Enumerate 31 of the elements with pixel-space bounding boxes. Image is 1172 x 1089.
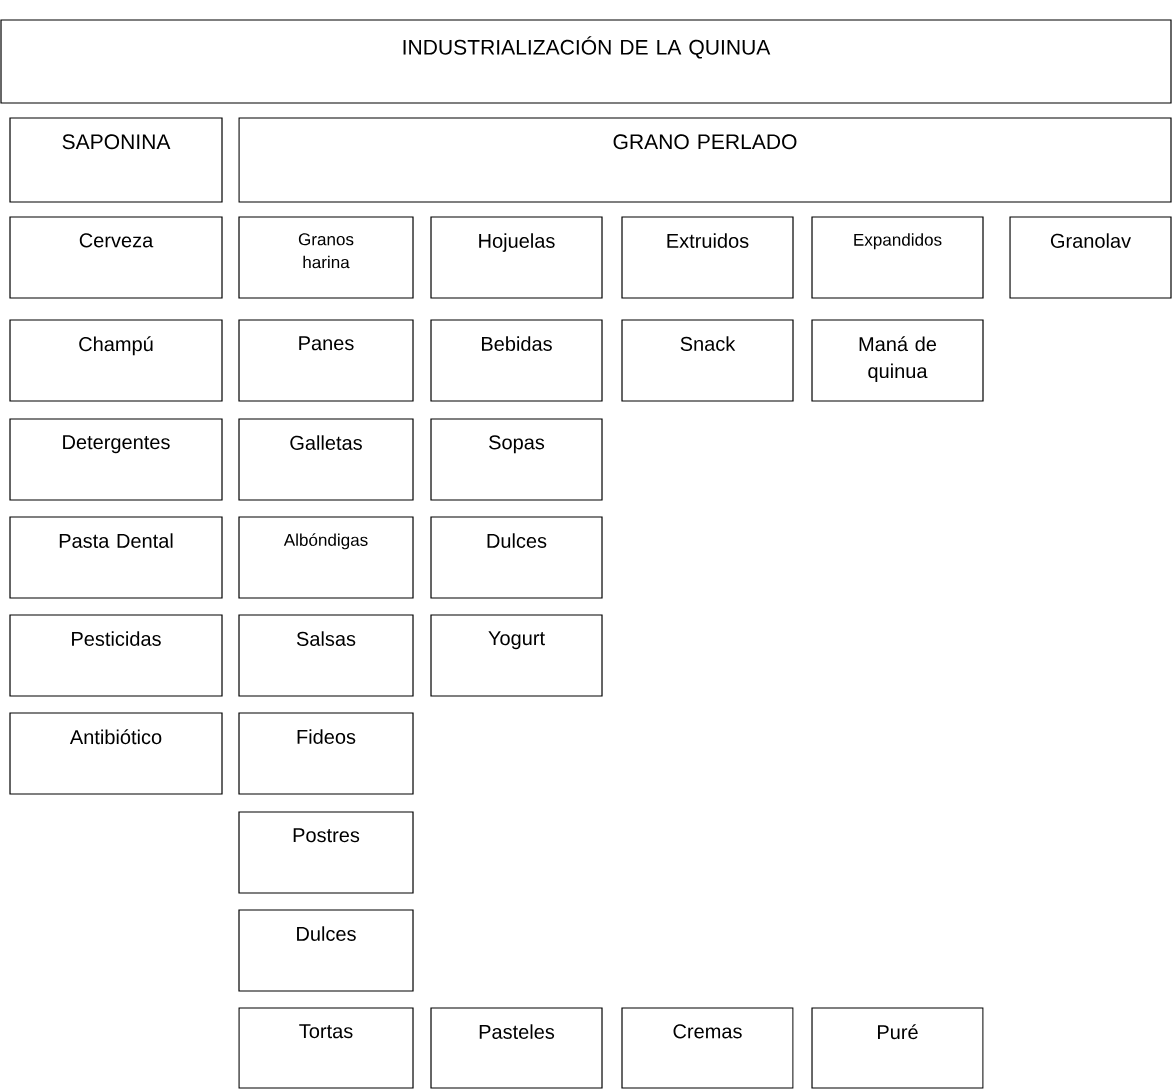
product-box: Pasta Dental bbox=[9, 516, 223, 599]
product-box: Yogurt bbox=[430, 614, 603, 697]
product-box: Postres bbox=[238, 811, 414, 894]
product-box: Tortas bbox=[238, 1007, 414, 1089]
category-box: SAPONINA bbox=[9, 117, 223, 203]
product-box: Fideos bbox=[238, 712, 414, 795]
product-box: Expandidos bbox=[811, 216, 984, 299]
product-box: Granolav bbox=[1009, 216, 1172, 299]
product-box: Puré bbox=[811, 1007, 984, 1089]
product-box: Detergentes bbox=[9, 418, 223, 501]
product-box: Bebidas bbox=[430, 319, 603, 402]
product-box: Pesticidas bbox=[9, 614, 223, 697]
product-box: Champú bbox=[9, 319, 223, 402]
product-box: Galletas bbox=[238, 418, 414, 501]
title-box: INDUSTRIALIZACIÓN DE LA QUINUA bbox=[0, 19, 1172, 104]
product-box: Snack bbox=[621, 319, 794, 402]
product-box: Salsas bbox=[238, 614, 414, 697]
product-box: Sopas bbox=[430, 418, 603, 501]
product-box: Granos harina bbox=[238, 216, 414, 299]
category-box: GRANO PERLADO bbox=[238, 117, 1172, 203]
product-box: Hojuelas bbox=[430, 216, 603, 299]
product-box: Pasteles bbox=[430, 1007, 603, 1089]
product-box: Antibiótico bbox=[9, 712, 223, 795]
product-box: Extruidos bbox=[621, 216, 794, 299]
product-box: Panes bbox=[238, 319, 414, 402]
product-box: Maná de quinua bbox=[811, 319, 984, 402]
product-box: Cremas bbox=[621, 1007, 794, 1089]
product-box: Dulces bbox=[430, 516, 603, 599]
product-box: Albóndigas bbox=[238, 516, 414, 599]
product-box: Cerveza bbox=[9, 216, 223, 299]
product-box: Dulces bbox=[238, 909, 414, 992]
